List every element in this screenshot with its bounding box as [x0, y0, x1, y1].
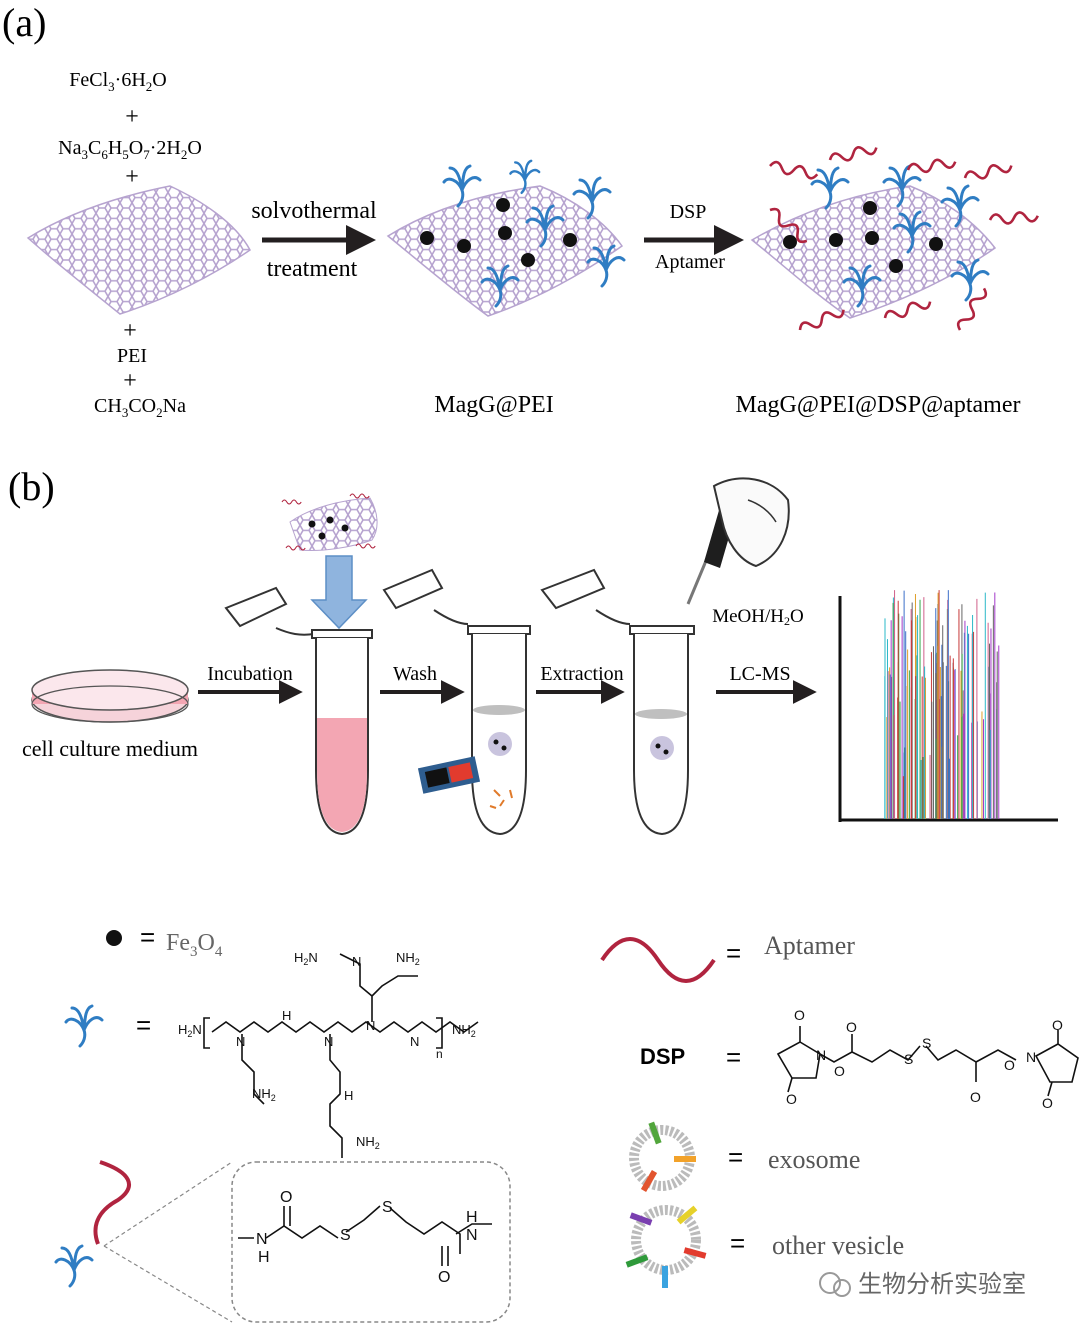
linker-atom: N: [256, 1231, 268, 1248]
plus-sign: +: [123, 368, 137, 394]
fe3o4-label: Fe3O4: [166, 930, 223, 960]
dsp-structure: O O N O O S S O O N O O: [776, 1007, 1079, 1111]
equals-sign: =: [730, 1228, 745, 1258]
step-label-bottom: treatment: [267, 256, 358, 282]
maggpei-dsp-aptamer-particle: MagG@PEI@DSP@aptamer: [736, 141, 1040, 418]
dsp-atom: O: [1052, 1017, 1063, 1033]
pei-atom: N: [352, 954, 361, 969]
reagent-sodium-acetate: CH3CO2Na: [94, 395, 186, 420]
pei-atom: H: [344, 1088, 353, 1103]
tube-wash: [382, 568, 531, 836]
solvent-label: MeOH/H2O: [712, 606, 804, 628]
dsp-atom: O: [1042, 1095, 1053, 1111]
step-label-bottom: Aptamer: [655, 251, 725, 273]
linker-atom: O: [438, 1269, 450, 1286]
dsp-aptamer-arrow: DSP Aptamer: [644, 201, 744, 273]
legend: = Fe3O4 = Aptamer = H2N NH2 n H N N N N …: [54, 922, 1079, 1323]
other-vesicle-label: other vesicle: [772, 1231, 904, 1260]
maggpei-particle: MagG@PEI: [386, 159, 626, 418]
pei-atom: NH2: [356, 1134, 380, 1151]
panel-a-label: (a): [2, 0, 46, 45]
step-incubation: Incubation: [207, 663, 293, 685]
dsp-atom: N: [1026, 1049, 1036, 1065]
dish-label: cell culture medium: [22, 736, 198, 761]
dsp-atom: O: [1004, 1057, 1015, 1073]
linker-atom: H: [258, 1249, 270, 1266]
pipette-icon: MeOH/H2O: [686, 477, 804, 628]
step-extraction: Extraction: [540, 663, 623, 685]
solvothermal-arrow: solvothermal treatment: [251, 198, 377, 282]
dsp-atom: O: [834, 1063, 845, 1079]
equals-sign: =: [726, 938, 741, 968]
step-lcms: LC-MS: [729, 663, 790, 685]
dsp-atom: O: [794, 1007, 805, 1023]
step-label-top: solvothermal: [251, 198, 377, 224]
pei-atom: H2N: [294, 950, 318, 967]
reagent-sodium-citrate: Na3C6H5O7·2H2O: [58, 137, 202, 162]
chromatogram: [838, 590, 1058, 822]
reagent-pei: PEI: [117, 345, 147, 367]
other-vesicle-symbol: [625, 1205, 707, 1288]
dsp-atom: O: [786, 1091, 797, 1107]
dsp-atom: N: [816, 1047, 826, 1063]
pei-structure: H2N NH2 n H N N N N N H2N NH2 NH2 H NH2: [178, 950, 479, 1158]
linker-atom: S: [382, 1199, 393, 1216]
pei-atom: H: [282, 1008, 291, 1023]
plus-sign: +: [125, 104, 139, 130]
reagent-fecl3: FeCl3·6H2O: [69, 69, 166, 94]
equals-sign: =: [728, 1142, 743, 1172]
linker-atom: N: [466, 1227, 478, 1244]
pei-symbol: [64, 1004, 104, 1048]
workflow-arrows: Incubation Wash Extraction LC-MS: [198, 663, 817, 704]
dsp-atom: S: [922, 1035, 931, 1051]
linker-atom: H: [466, 1209, 478, 1226]
pei-atom: N: [324, 1034, 333, 1049]
petri-dish: cell culture medium: [22, 669, 198, 761]
pei-atom: H2N: [178, 1022, 202, 1039]
pei-atom: NH2: [396, 950, 420, 967]
equals-sign: =: [136, 1010, 151, 1040]
tube-extraction: [540, 568, 695, 836]
pei-atom: N: [236, 1034, 245, 1049]
panel-b-label: (b): [8, 464, 55, 509]
tube-incubation: [224, 586, 373, 836]
chromatogram-peaks: [884, 590, 1000, 819]
linker-atom: S: [340, 1227, 351, 1244]
plus-sign: +: [123, 318, 137, 344]
exosome-symbol: [629, 1121, 696, 1193]
pei-atom: N: [410, 1034, 419, 1049]
watermark-text: 生物分析实验室: [858, 1271, 1026, 1298]
plus-sign: +: [125, 164, 139, 190]
fe3o4-symbol: [106, 930, 122, 946]
pei-atom: N: [366, 1018, 375, 1033]
dsp-atom: O: [970, 1089, 981, 1105]
equals-sign: =: [726, 1042, 741, 1072]
step-wash: Wash: [393, 663, 437, 685]
dsp-label: DSP: [640, 1044, 685, 1069]
nanoparticle-addition: [281, 493, 378, 630]
dsp-atom: O: [846, 1019, 857, 1035]
step-label-top: DSP: [670, 201, 707, 223]
product-label-maggpei-dsp-aptamer: MagG@PEI@DSP@aptamer: [736, 392, 1021, 418]
product-label-maggpei: MagG@PEI: [434, 392, 553, 418]
pei-atom: NH2: [452, 1022, 476, 1039]
dsp-atom: S: [904, 1051, 913, 1067]
equals-sign: =: [140, 922, 155, 952]
aptamer-symbol: [600, 937, 716, 983]
pei-atom: NH2: [252, 1086, 276, 1103]
linker-atom: O: [280, 1189, 292, 1206]
watermark: 生物分析实验室: [819, 1271, 1026, 1298]
magnet: [417, 756, 481, 794]
linker-detail: N H O S S O H N: [54, 1160, 511, 1323]
pei-repeat-index: n: [436, 1047, 443, 1061]
aptamer-label: Aptamer: [764, 931, 855, 960]
exosome-label: exosome: [768, 1145, 860, 1174]
graphene-sheet: [26, 185, 251, 315]
reagent-list: FeCl3·6H2O + Na3C6H5O7·2H2O + + PEI + CH…: [58, 69, 202, 420]
